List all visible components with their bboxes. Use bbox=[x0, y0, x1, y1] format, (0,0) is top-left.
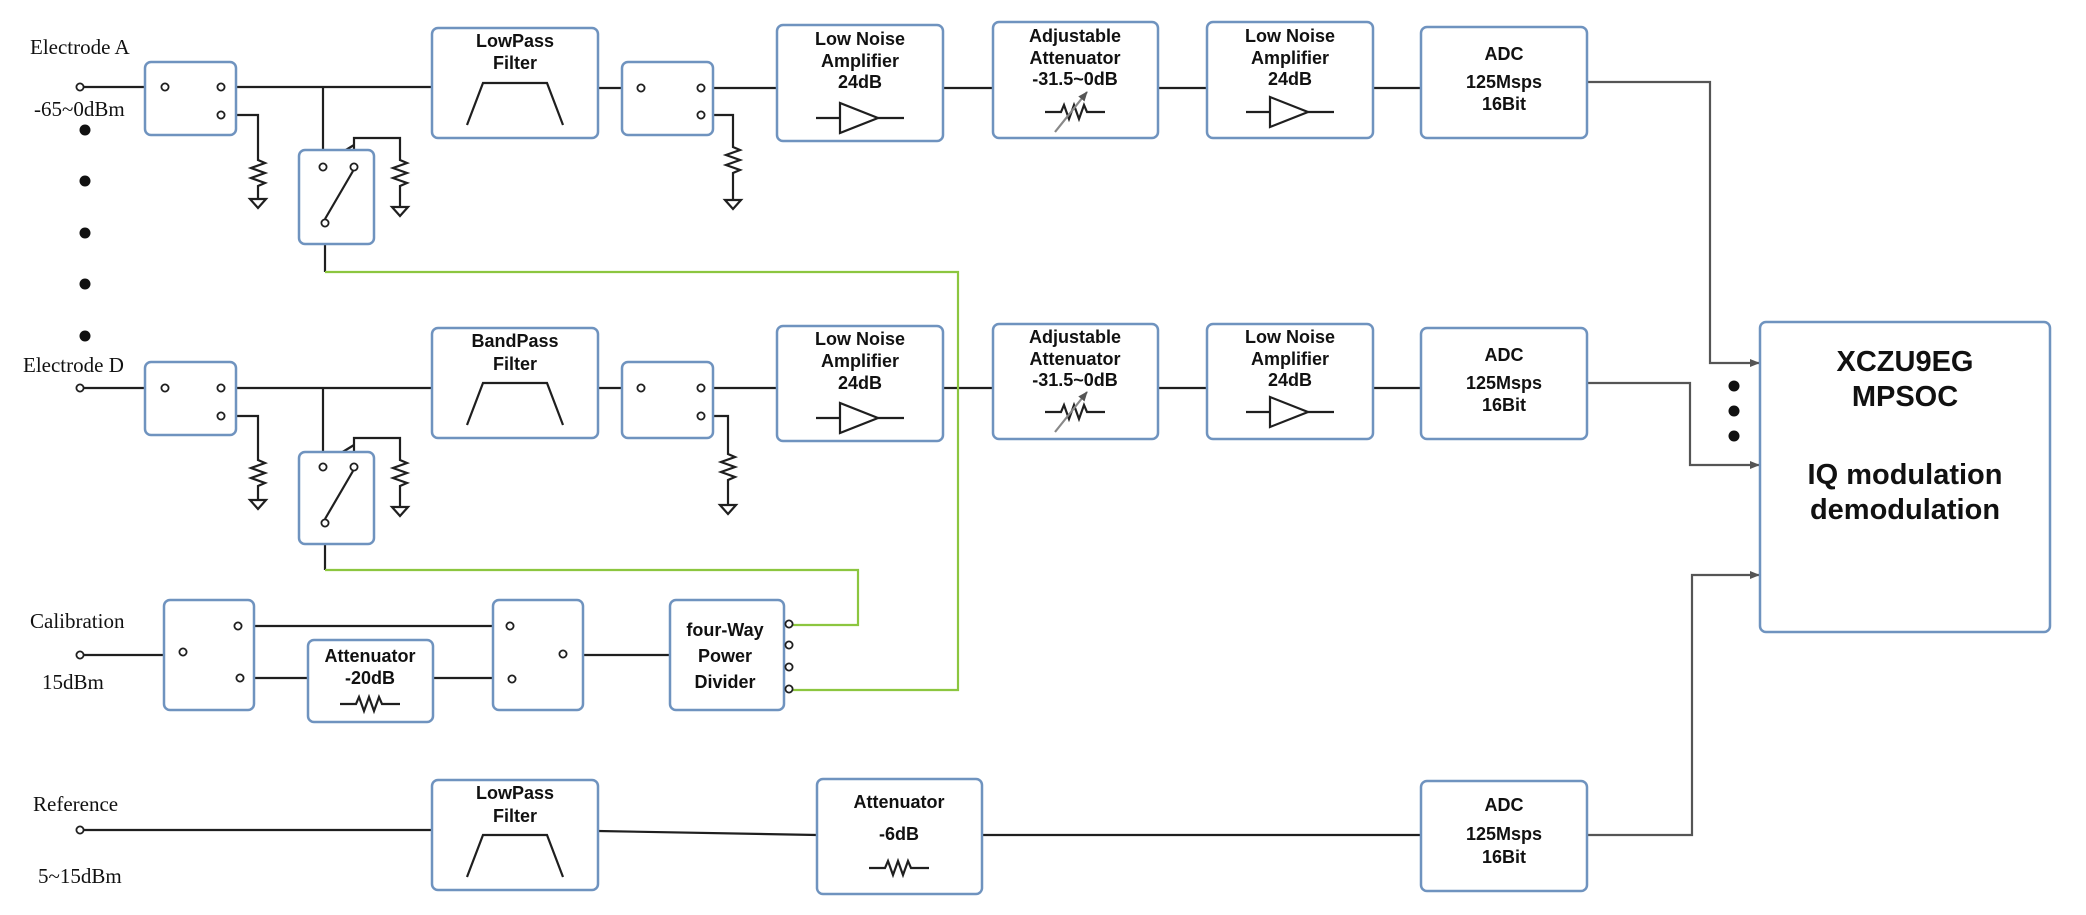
attenuator-label: Adjustable bbox=[1029, 26, 1121, 46]
attenuator-6db: Attenuator -6dB bbox=[815, 777, 984, 896]
electrode-a-label: Electrode A bbox=[30, 35, 131, 59]
attenuator-label-2: Attenuator bbox=[1030, 48, 1121, 68]
lna-label-2: Amplifier bbox=[1251, 349, 1329, 369]
attenuator-label: Attenuator bbox=[854, 792, 945, 812]
lna-label: Low Noise bbox=[1245, 26, 1335, 46]
divider-label-3: Divider bbox=[694, 672, 755, 692]
adc-bits: 16Bit bbox=[1482, 94, 1526, 114]
adc-rate: 125Msps bbox=[1466, 824, 1542, 844]
four-way-power-divider: four-Way Power Divider bbox=[668, 598, 794, 712]
switch-a-calibration bbox=[297, 148, 376, 246]
lna-label: Low Noise bbox=[815, 329, 905, 349]
mpsoc-processor: XCZU9EG MPSOC IQ modulation demodulation bbox=[1758, 320, 2052, 634]
adjustable-attenuator-a: Adjustable Attenuator -31.5~0dB bbox=[991, 20, 1160, 140]
lna-label-2: Amplifier bbox=[821, 51, 899, 71]
lna-gain: 24dB bbox=[838, 373, 882, 393]
switch-calibration-output bbox=[491, 598, 585, 712]
attenuator-label: Attenuator bbox=[325, 646, 416, 666]
lna-a-2: Low Noise Amplifier 24dB bbox=[1205, 20, 1375, 140]
lna-d-2: Low Noise Amplifier 24dB bbox=[1205, 322, 1375, 441]
filter-label: Filter bbox=[493, 354, 537, 374]
switch-a-output bbox=[620, 60, 715, 137]
adc-to-mpsoc-arrows bbox=[1587, 80, 1760, 837]
electrode-d-terminal bbox=[75, 383, 85, 393]
divider-label: four-Way bbox=[686, 620, 763, 640]
filter-type-label: BandPass bbox=[471, 331, 558, 351]
lna-d-1: Low Noise Amplifier 24dB bbox=[775, 324, 945, 443]
filter-label: Filter bbox=[493, 806, 537, 826]
adc-label: ADC bbox=[1485, 345, 1524, 365]
switch-calibration-input bbox=[162, 598, 256, 712]
adc-rate: 125Msps bbox=[1466, 373, 1542, 393]
lna-label-2: Amplifier bbox=[1251, 48, 1329, 68]
calibration-terminal bbox=[75, 650, 85, 660]
attenuator-range: -31.5~0dB bbox=[1032, 69, 1118, 89]
adc-bits: 16Bit bbox=[1482, 395, 1526, 415]
bandpass-filter-d: BandPass Filter bbox=[430, 326, 600, 440]
lna-gain: 24dB bbox=[838, 72, 882, 92]
electrode-a-level: -65~0dBm bbox=[34, 97, 125, 121]
divider-label-2: Power bbox=[698, 646, 752, 666]
adc-bits: 16Bit bbox=[1482, 847, 1526, 867]
mpsoc-part-number: XCZU9EG bbox=[1837, 346, 1974, 378]
electrode-d-label: Electrode D bbox=[23, 353, 124, 377]
attenuator-label-2: Attenuator bbox=[1030, 349, 1121, 369]
filter-type-label: LowPass bbox=[476, 31, 554, 51]
adc-a: ADC 125Msps 16Bit bbox=[1419, 25, 1589, 140]
channel-ellipsis-dots bbox=[1728, 380, 1740, 442]
electrode-ellipsis-dots bbox=[79, 124, 91, 342]
lna-gain: 24dB bbox=[1268, 69, 1312, 89]
mpsoc-function: IQ modulation bbox=[1808, 459, 2003, 491]
lna-label-2: Amplifier bbox=[821, 351, 899, 371]
calibration-level: 15dBm bbox=[42, 670, 104, 694]
switch-a-input bbox=[143, 60, 238, 137]
reference-terminal bbox=[75, 825, 85, 835]
adc-label: ADC bbox=[1485, 44, 1524, 64]
filter-label: Filter bbox=[493, 53, 537, 73]
lowpass-filter-reference: LowPass Filter bbox=[430, 778, 600, 892]
switch-d-calibration bbox=[297, 450, 376, 546]
reference-level: 5~15dBm bbox=[38, 864, 122, 888]
adjustable-attenuator-d: Adjustable Attenuator -31.5~0dB bbox=[991, 322, 1160, 441]
attenuator-label: Adjustable bbox=[1029, 327, 1121, 347]
lna-label: Low Noise bbox=[815, 29, 905, 49]
adc-label: ADC bbox=[1485, 795, 1524, 815]
reference-wiring bbox=[82, 828, 1421, 837]
adc-d: ADC 125Msps 16Bit bbox=[1419, 326, 1589, 441]
switch-d-input bbox=[143, 360, 238, 437]
mpsoc-type: MPSOC bbox=[1852, 381, 1958, 413]
lowpass-filter-a: LowPass Filter bbox=[430, 26, 600, 140]
lna-label: Low Noise bbox=[1245, 327, 1335, 347]
switch-d-output bbox=[620, 360, 715, 440]
attenuator-range: -31.5~0dB bbox=[1032, 370, 1118, 390]
lna-a-1: Low Noise Amplifier 24dB bbox=[775, 23, 945, 143]
lna-gain: 24dB bbox=[1268, 370, 1312, 390]
filter-type-label: LowPass bbox=[476, 783, 554, 803]
electrode-a-terminal bbox=[75, 82, 85, 92]
attenuator-value: -6dB bbox=[879, 824, 919, 844]
attenuator-value: -20dB bbox=[345, 668, 395, 688]
adc-reference: ADC 125Msps 16Bit bbox=[1419, 779, 1589, 893]
reference-label: Reference bbox=[33, 792, 118, 816]
calibration-routes bbox=[325, 270, 960, 692]
adc-rate: 125Msps bbox=[1466, 72, 1542, 92]
attenuator-20db: Attenuator -20dB bbox=[306, 638, 435, 724]
mpsoc-function-2: demodulation bbox=[1810, 494, 2000, 526]
calibration-label: Calibration bbox=[30, 609, 125, 633]
